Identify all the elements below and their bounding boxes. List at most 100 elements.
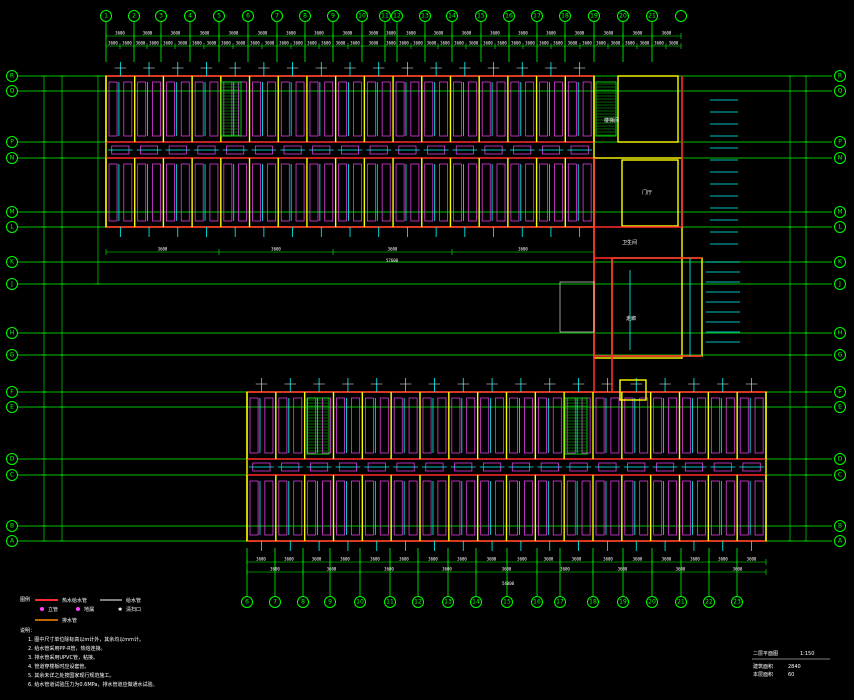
svg-text:20: 20 (619, 13, 627, 20)
axis-bubble-left: M (6, 206, 18, 218)
axis-bubble-top: 8 (299, 10, 311, 22)
svg-text:3600: 3600 (676, 567, 686, 572)
svg-text:9: 9 (328, 599, 332, 606)
svg-text:3600: 3600 (284, 557, 294, 562)
svg-text:N: N (838, 155, 843, 162)
axis-bubble-top: 15 (475, 10, 487, 22)
axis-bubble-right: L (834, 221, 846, 233)
note-line: 5. 其余未详之处按国家现行规范施工。 (28, 672, 114, 679)
svg-text:18: 18 (589, 599, 597, 606)
axis-bubble-right: N (834, 152, 846, 164)
svg-text:3600: 3600 (718, 557, 728, 562)
axis-bubble-top: 6 (242, 10, 254, 22)
legend-floor-drain: 地漏 (84, 606, 94, 613)
svg-text:13: 13 (444, 599, 452, 606)
stair-north-east (595, 81, 617, 137)
axis-bubble-right: H (834, 327, 846, 339)
axis-bubble-top: 17 (531, 10, 543, 22)
north-wing (105, 62, 595, 237)
svg-text:3600: 3600 (388, 247, 398, 252)
svg-text:A: A (10, 538, 15, 545)
svg-text:3600: 3600 (544, 557, 554, 562)
axis-bubble-right: F (834, 386, 846, 398)
axis-bubble-bottom: 13 (442, 596, 454, 608)
axis-bubble-top: 20 (617, 10, 629, 22)
svg-text:G: G (10, 352, 15, 359)
axis-bubble-right: C (834, 469, 846, 481)
svg-text:D: D (10, 456, 15, 463)
room-label-toilet: 卫生间 (622, 239, 637, 246)
note-line: 3. 排水管采用UPVC管，粘接。 (28, 654, 98, 661)
axis-bubble-right: J (834, 278, 846, 290)
axis-bubble-left: D (6, 453, 18, 465)
svg-text:N: N (10, 155, 15, 162)
svg-text:B: B (838, 523, 842, 530)
axis-bubble-left: N (6, 152, 18, 164)
axis-bubble-left: A (6, 535, 18, 547)
svg-text:M: M (837, 209, 842, 216)
svg-text:Q: Q (10, 88, 15, 95)
svg-text:H: H (10, 330, 15, 337)
svg-text:18: 18 (561, 13, 569, 20)
svg-text:10: 10 (356, 599, 364, 606)
drawing-title: 二层平面图 (753, 651, 778, 657)
svg-text:3600: 3600 (229, 31, 239, 36)
legend-riser: 立管 (48, 606, 58, 613)
svg-text:3600: 3600 (386, 41, 396, 46)
floor-drain-icon (76, 607, 80, 611)
svg-text:3600: 3600 (427, 41, 437, 46)
stair-south-east (564, 397, 588, 455)
svg-text:9: 9 (331, 13, 335, 20)
svg-text:3600: 3600 (384, 567, 394, 572)
svg-text:3600: 3600 (236, 41, 246, 46)
svg-text:10: 10 (358, 13, 366, 20)
stair-south-west (306, 397, 330, 455)
svg-text:8: 8 (301, 599, 305, 606)
note-line: 6. 给水管道试验压力为0.6MPa，排水管道应做通水试验。 (28, 681, 157, 688)
svg-text:3600: 3600 (336, 41, 346, 46)
axis-bubble-left: J (6, 278, 18, 290)
axis-bubble-top: 21 (646, 10, 658, 22)
svg-text:11: 11 (381, 13, 389, 20)
svg-text:J: J (10, 281, 13, 288)
axis-bubble-left: B (6, 520, 18, 532)
svg-text:3600: 3600 (572, 557, 582, 562)
axis-bubble-bottom: 12 (412, 596, 424, 608)
svg-text:3600: 3600 (369, 41, 379, 46)
axis-bubble-bottom: 17 (554, 596, 566, 608)
svg-text:3600: 3600 (171, 31, 181, 36)
svg-text:P: P (10, 139, 14, 146)
svg-text:3600: 3600 (192, 41, 202, 46)
axis-bubble-top: 4 (184, 10, 196, 22)
axis-bubble-bottom: 9 (324, 596, 336, 608)
svg-text:J: J (838, 281, 841, 288)
svg-text:17: 17 (533, 13, 541, 20)
svg-text:14: 14 (472, 599, 480, 606)
svg-text:7: 7 (275, 13, 279, 20)
note-line: 说明： (20, 627, 35, 634)
svg-text:23: 23 (733, 599, 741, 606)
svg-text:L: L (10, 224, 14, 231)
axis-bubble-left: K (6, 256, 18, 268)
svg-text:6: 6 (246, 13, 250, 20)
legend-cold-water: 给水管 (126, 597, 141, 604)
axis-bubble-right: G (834, 349, 846, 361)
svg-text:3600: 3600 (221, 41, 231, 46)
svg-text:C: C (838, 472, 842, 479)
svg-text:2: 2 (132, 13, 136, 20)
svg-text:M: M (9, 209, 14, 216)
svg-text:3600: 3600 (386, 31, 396, 36)
svg-text:3600: 3600 (625, 41, 635, 46)
axis-bubble-left: C (6, 469, 18, 481)
svg-text:3600: 3600 (271, 247, 281, 252)
svg-text:3600: 3600 (487, 557, 497, 562)
svg-text:3600: 3600 (258, 31, 268, 36)
legend-heading: 图例 (20, 596, 30, 603)
svg-text:3600: 3600 (662, 557, 672, 562)
axis-bubble-right: M (834, 206, 846, 218)
legend-drain: 排水管 (62, 617, 77, 624)
svg-text:4: 4 (188, 13, 192, 20)
svg-text:3600: 3600 (633, 31, 643, 36)
axis-bubble-left: R (6, 70, 18, 82)
